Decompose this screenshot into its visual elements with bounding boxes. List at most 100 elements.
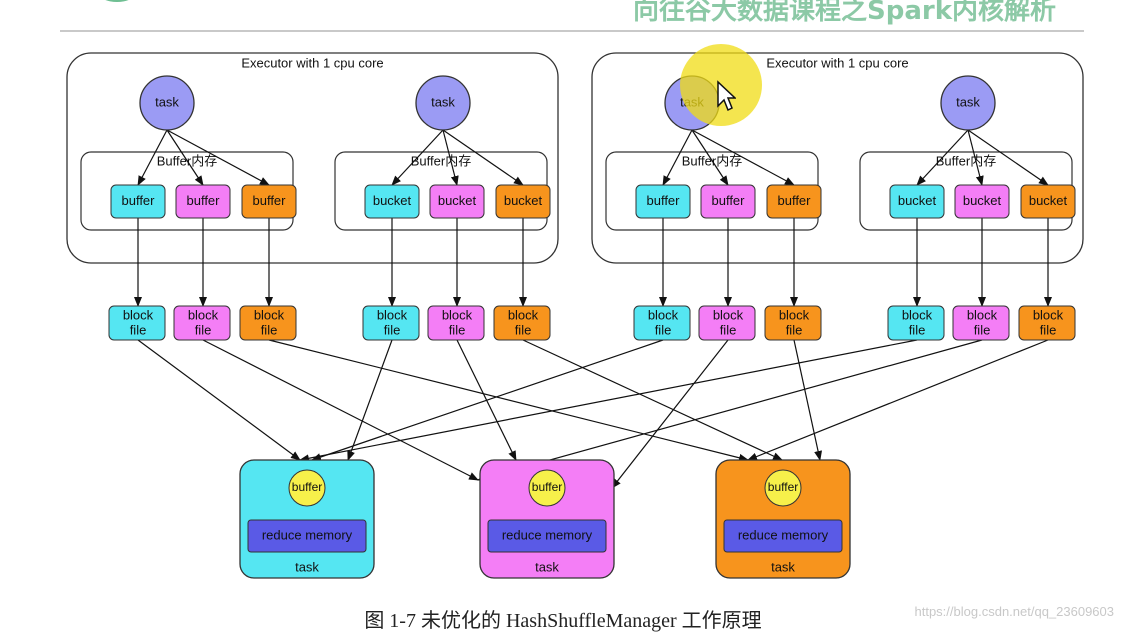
buffer-box [889, 184, 945, 219]
block-file-box [1018, 305, 1076, 341]
block-file-label: file [655, 322, 672, 337]
flow-arrow [522, 339, 783, 461]
buffer-label: buffer [121, 193, 155, 208]
executor-label: Executor with 1 cpu core [766, 55, 908, 70]
buffer-box [1020, 184, 1076, 219]
reduce-memory-label: reduce memory [502, 527, 593, 542]
reduce-buffer-label: buffer [532, 480, 562, 494]
flow-arrow [967, 129, 984, 186]
executor-label: Executor with 1 cpu core [241, 55, 383, 70]
reduce-task-label: task [771, 559, 795, 574]
flow-arrow [691, 129, 795, 186]
block-file-label: block [967, 307, 998, 322]
figure-caption: 图 1-7 未优化的 HashShuffleManager 工作原理 [364, 610, 762, 632]
flow-arrow [202, 339, 479, 481]
mouse-pointer-icon [717, 80, 736, 112]
course-logo [82, 0, 152, 2]
buffer-label: bucket [898, 193, 937, 208]
buffer-box [635, 184, 691, 219]
task-label: task [431, 94, 455, 109]
flow-arrow [967, 129, 1049, 186]
buffer-box [429, 184, 485, 219]
flow-arrow [793, 339, 823, 461]
block-file-label: file [786, 322, 803, 337]
buffer-box [700, 184, 756, 219]
flow-arrow [166, 129, 270, 186]
reduce-buffer-label: buffer [768, 480, 798, 494]
reduce-buffer-label: buffer [292, 480, 322, 494]
buffer-box [495, 184, 551, 219]
block-file-label: block [254, 307, 285, 322]
flow-arrow [916, 129, 969, 186]
buffer-group-label: Buffer内存 [682, 153, 742, 168]
block-file-label: file [515, 322, 532, 337]
buffer-label: bucket [963, 193, 1002, 208]
buffer-group-label: Buffer内存 [936, 153, 996, 168]
flow-arrow [391, 129, 444, 186]
buffer-box [954, 184, 1010, 219]
buffer-label: bucket [1029, 193, 1068, 208]
header-divider [60, 30, 1084, 32]
task-label: task [956, 94, 980, 109]
flow-arrow [662, 129, 693, 186]
reduce-buffer-node [288, 469, 326, 507]
buffer-label: buffer [711, 193, 745, 208]
block-file-label: block [1033, 307, 1064, 322]
buffer-label: bucket [438, 193, 477, 208]
flow-arrow [347, 339, 393, 461]
block-file-label: block [188, 307, 219, 322]
flow-arrow [311, 339, 664, 461]
buffer-label: buffer [646, 193, 680, 208]
buffer-label: bucket [504, 193, 543, 208]
reduce-task-label: task [535, 559, 559, 574]
task-label: task [155, 94, 179, 109]
reduce-buffer-node [764, 469, 802, 507]
block-file-label: file [130, 322, 147, 337]
buffer-box [766, 184, 822, 219]
block-file-box [427, 305, 485, 341]
block-file-label: file [1040, 322, 1057, 337]
buffer-group-label: Buffer内存 [157, 153, 217, 168]
block-file-box [633, 305, 691, 341]
block-file-label: block [648, 307, 679, 322]
buffer-box [110, 184, 166, 219]
task-node [415, 75, 471, 131]
buffer-label: buffer [777, 193, 811, 208]
block-file-box [887, 305, 945, 341]
block-file-label: file [384, 322, 401, 337]
buffer-box [175, 184, 231, 219]
reduce-memory-box [487, 519, 607, 553]
flow-arrow [747, 339, 1049, 461]
flow-arrow [477, 339, 983, 482]
buffer-label: buffer [252, 193, 286, 208]
reduce-task-label: task [295, 559, 319, 574]
reduce-memory-label: reduce memory [262, 527, 353, 542]
flow-arrow [268, 339, 749, 462]
block-file-label: block [508, 307, 539, 322]
block-file-label: block [123, 307, 154, 322]
buffer-label: buffer [186, 193, 220, 208]
flow-arrow [137, 129, 168, 186]
block-file-label: file [195, 322, 212, 337]
reduce-memory-box [723, 519, 843, 553]
block-file-label: block [902, 307, 933, 322]
flow-arrow [442, 129, 524, 186]
reduce-buffer-node [528, 469, 566, 507]
block-file-label: block [713, 307, 744, 322]
block-file-box [493, 305, 551, 341]
flow-arrow [137, 339, 301, 461]
buffer-group-label: Buffer内存 [411, 153, 471, 168]
watermark: https://blog.csdn.net/qq_23609603 [914, 604, 1115, 619]
block-file-box [764, 305, 822, 341]
reduce-memory-box [247, 519, 367, 553]
reduce-memory-label: reduce memory [738, 527, 829, 542]
task-node [940, 75, 996, 131]
block-file-label: file [909, 322, 926, 337]
block-file-label: block [377, 307, 408, 322]
block-file-box [108, 305, 166, 341]
buffer-box [241, 184, 297, 219]
block-file-box [362, 305, 420, 341]
block-file-label: file [261, 322, 278, 337]
flow-arrow [299, 339, 918, 463]
